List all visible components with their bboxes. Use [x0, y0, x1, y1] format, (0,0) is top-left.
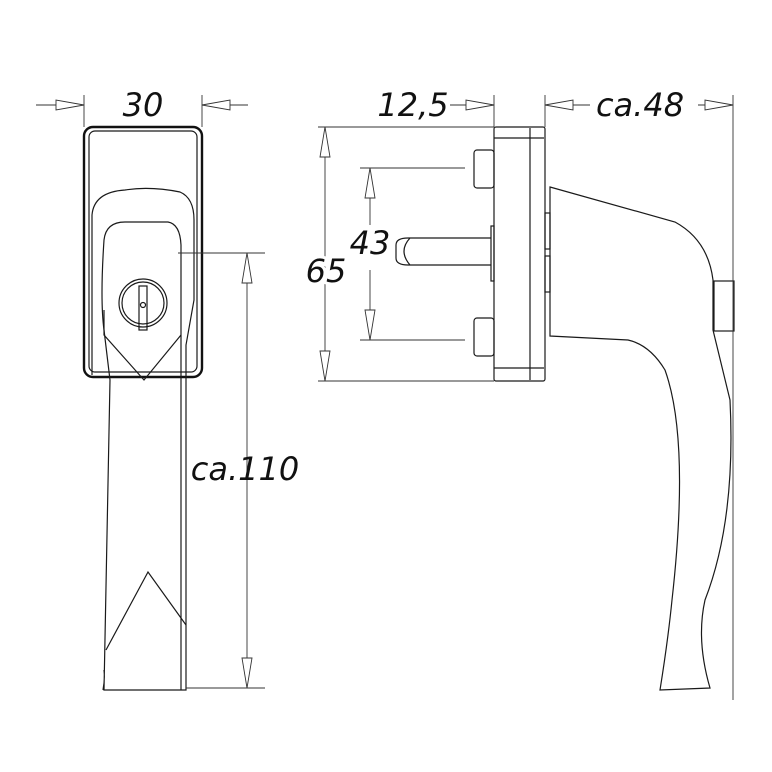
handle-button	[713, 280, 735, 332]
handle-side	[549, 186, 732, 691]
dimension-rosette-height: 65	[306, 252, 347, 290]
spindle	[395, 237, 491, 266]
handle-top-shield	[103, 310, 182, 381]
screw-boss-top	[473, 149, 495, 189]
rosette-outline	[82, 125, 204, 379]
dimension-projection: ca.48	[596, 86, 684, 124]
arrow-icon	[364, 309, 376, 341]
arrow-icon	[241, 657, 253, 689]
arrow-icon	[319, 350, 331, 382]
rosette-side	[493, 126, 546, 382]
key-slot	[138, 285, 148, 331]
key-pin	[139, 301, 147, 309]
side-view	[395, 126, 735, 691]
handle-lever	[101, 221, 187, 691]
arrow-icon	[55, 99, 85, 111]
dimension-screw-spacing: 43	[350, 224, 391, 262]
arrow-icon	[241, 252, 253, 284]
dimension-rosette-depth: 12,5	[377, 86, 448, 124]
arrow-icon	[319, 126, 331, 158]
arrow-icon	[201, 99, 231, 111]
handle-base	[91, 187, 195, 376]
side-dimensions: 12,5 ca.48 65 43	[303, 86, 734, 700]
dimension-width: 30	[123, 86, 164, 124]
spindle-collar	[490, 225, 495, 282]
front-dimensions: 30 ca.110	[36, 86, 299, 689]
handle-bottom-diamond	[105, 570, 187, 651]
arrow-icon	[704, 99, 734, 111]
lock-cylinder-inner	[121, 281, 165, 325]
arrow-icon	[465, 99, 495, 111]
dimension-length: ca.110	[191, 450, 299, 488]
arrow-icon	[544, 99, 574, 111]
screw-boss-bottom	[473, 317, 495, 357]
lock-cylinder-icon	[118, 278, 168, 328]
front-view	[82, 125, 204, 691]
arrow-icon	[364, 167, 376, 199]
rosette-inner	[88, 130, 198, 373]
